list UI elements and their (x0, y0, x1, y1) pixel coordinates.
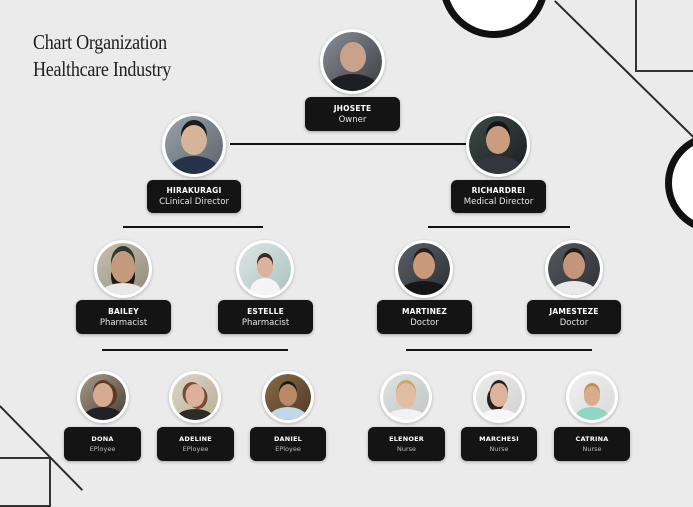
staff-card-dona[interactable]: DONA EPloyee (64, 427, 141, 461)
staff-avatar-catrina (566, 371, 618, 423)
director-name: HIRAKURAGI (166, 186, 222, 195)
director-avatar-richardrei (466, 113, 530, 177)
connector-doctor-staff (406, 349, 592, 351)
title-line-2: Healthcare Industry (33, 57, 172, 81)
staff-avatar-dona (77, 371, 129, 423)
manager-card-bailey[interactable]: BAILEY Pharmacist (76, 300, 171, 334)
staff-card-marchesi[interactable]: MARCHESI Nurse (461, 427, 537, 461)
manager-name: MARTINEZ (401, 306, 448, 316)
manager-avatar-bailey (94, 240, 152, 298)
staff-name: DONA (91, 435, 114, 443)
staff-avatar-daniel (262, 371, 314, 423)
manager-avatar-jamesteze (545, 240, 603, 298)
manager-name: BAILEY (108, 306, 139, 316)
director-name: RICHARDREI (471, 186, 526, 195)
staff-role: Nurse (582, 445, 602, 453)
director-card-hirakuragi[interactable]: HIRAKURAGI CLinical Director (147, 180, 241, 213)
manager-card-estelle[interactable]: ESTELLE Pharmacist (218, 300, 313, 334)
manager-avatar-estelle (236, 240, 294, 298)
staff-card-catrina[interactable]: CATRINA Nurse (554, 427, 630, 461)
manager-avatar-martinez (395, 240, 453, 298)
connector-pharmacy-staff (102, 349, 288, 351)
staff-avatar-adeline (169, 371, 221, 423)
staff-name: MARCHESI (479, 435, 519, 443)
chart-title: Chart Organization Healthcare Industry (33, 29, 171, 83)
owner-name: JHOSETE (333, 103, 372, 113)
staff-avatar-elenoer (380, 371, 432, 423)
connector-directors (230, 143, 466, 145)
manager-role: Pharmacist (241, 317, 290, 328)
director-card-richardrei[interactable]: RICHARDREI Medical Director (451, 180, 546, 213)
staff-card-daniel[interactable]: DANIEL EPloyee (250, 427, 326, 461)
staff-name: CATRINA (575, 435, 609, 443)
staff-avatar-marchesi (473, 371, 525, 423)
manager-role: Pharmacist (99, 317, 148, 328)
director-role: CLinical Director (159, 197, 229, 207)
manager-name: JAMESTEZE (549, 306, 599, 316)
staff-role: EPloyee (89, 445, 116, 453)
manager-name: ESTELLE (247, 306, 284, 316)
director-role: Medical Director (463, 197, 534, 207)
decorative-ring-top (440, 0, 548, 38)
connector-clinical-team (123, 226, 263, 228)
owner-role: Owner (338, 114, 367, 125)
director-avatar-hirakuragi (162, 113, 226, 177)
connector-medical-team (428, 226, 570, 228)
staff-name: ADELINE (179, 435, 212, 443)
decorative-square-top-right (635, 0, 693, 72)
manager-role: Doctor (559, 317, 589, 328)
staff-role: Nurse (489, 445, 509, 453)
decorative-square-bottom-left (0, 457, 51, 507)
manager-role: Doctor (410, 317, 439, 328)
staff-role: EPloyee (182, 445, 209, 453)
staff-name: DANIEL (273, 435, 303, 443)
staff-card-adeline[interactable]: ADELINE EPloyee (157, 427, 234, 461)
staff-name: ELENOER (389, 435, 424, 443)
staff-role: EPloyee (275, 445, 301, 453)
owner-card[interactable]: JHOSETE Owner (305, 97, 400, 131)
staff-card-elenoer[interactable]: ELENOER Nurse (368, 427, 445, 461)
owner-avatar (320, 29, 385, 94)
manager-card-jamesteze[interactable]: JAMESTEZE Doctor (527, 300, 621, 334)
decorative-ring-right (665, 133, 693, 233)
staff-role: Nurse (396, 445, 417, 453)
title-line-1: Chart Organization (33, 30, 167, 54)
manager-card-martinez[interactable]: MARTINEZ Doctor (377, 300, 472, 334)
